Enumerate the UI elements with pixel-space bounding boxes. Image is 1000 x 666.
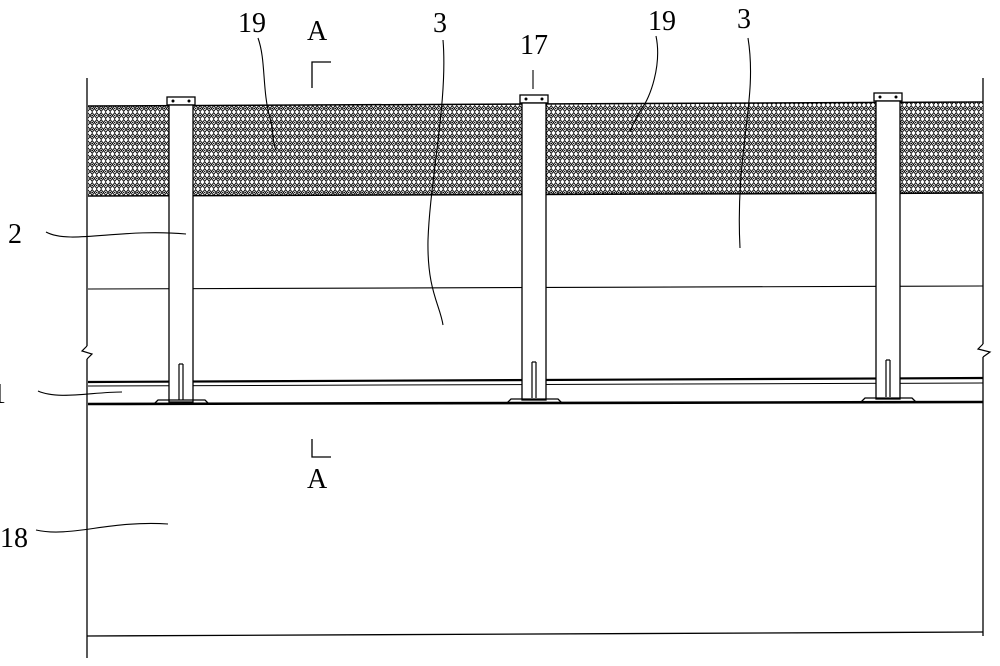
label-1: 1 <box>0 379 6 410</box>
callout-labels: 19 A 3 17 19 3 2 1 A 18 <box>0 4 751 554</box>
section-mark-bottom <box>312 439 331 457</box>
label-section-top: A <box>307 16 328 47</box>
label-19-right: 19 <box>648 6 676 37</box>
label-section-bottom: A <box>307 464 328 495</box>
label-3-center: 3 <box>433 8 447 39</box>
label-17: 17 <box>520 30 548 61</box>
label-3-right: 3 <box>737 4 751 35</box>
section-mark-top <box>312 62 331 88</box>
label-19-left: 19 <box>238 8 266 39</box>
label-18: 18 <box>0 523 28 554</box>
label-2: 2 <box>8 219 22 250</box>
